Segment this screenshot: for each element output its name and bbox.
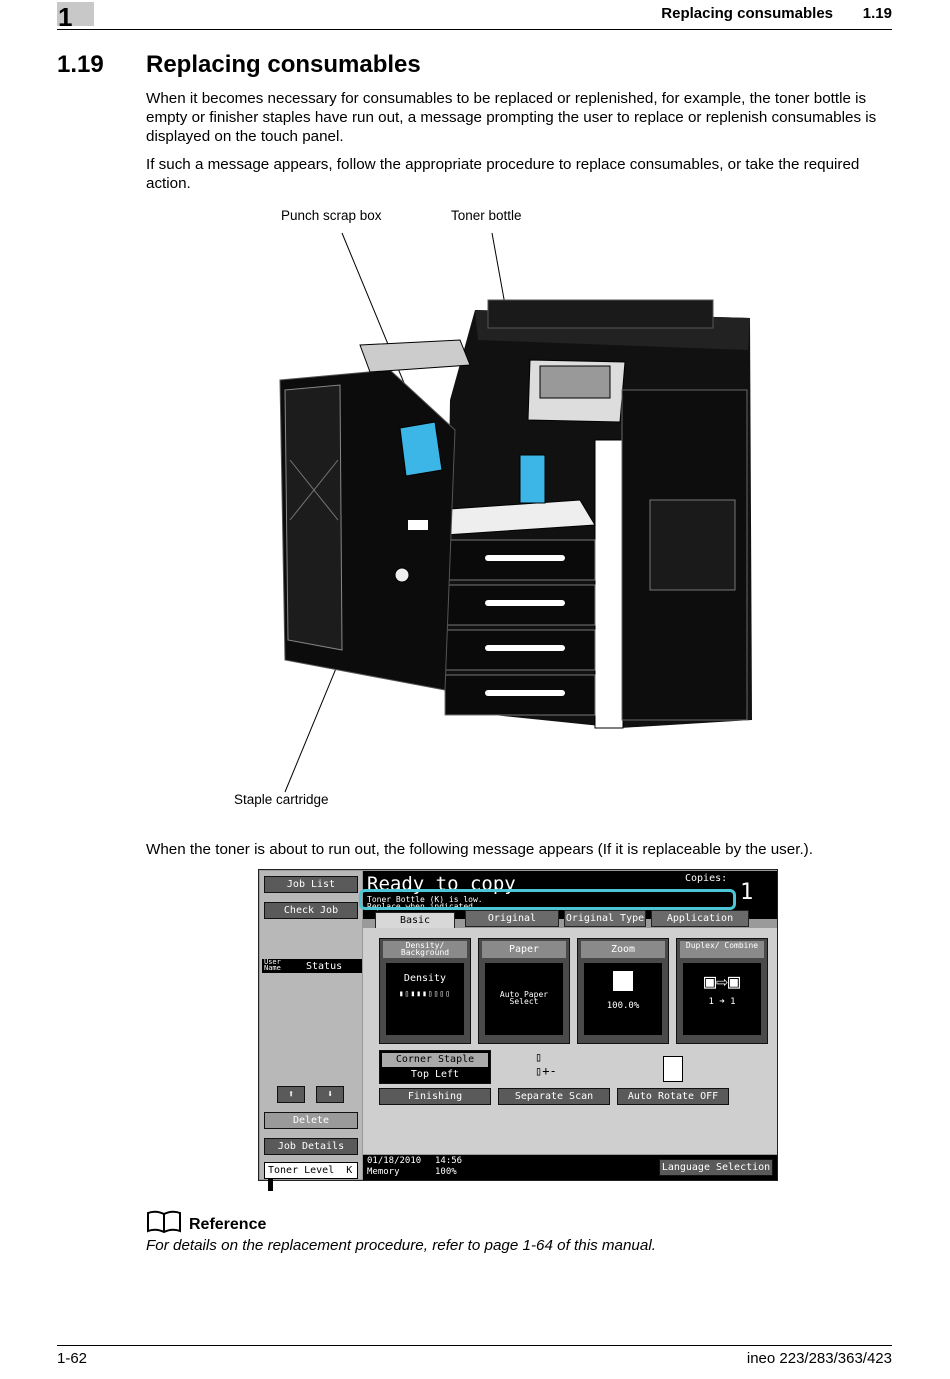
- zoom-value: 100.0%: [606, 1001, 640, 1011]
- header-rule: [57, 29, 892, 30]
- duplex-card-header: Duplex/ Combine: [680, 941, 764, 958]
- page-number: 1-62: [57, 1350, 88, 1367]
- time-display: 14:56: [435, 1156, 463, 1166]
- reference-title: Reference: [189, 1216, 267, 1233]
- book-icon: [147, 1210, 181, 1234]
- rotate-icon: [663, 1056, 683, 1082]
- user-name-column: User Name: [264, 958, 281, 972]
- footer-rule: [57, 1345, 892, 1346]
- copies-label: Copies:: [685, 873, 728, 884]
- bottom-bar: 01/18/2010 14:56 Memory 100% Language Se…: [363, 1155, 777, 1180]
- toner-level-bar: [268, 1179, 273, 1191]
- paper-value: Auto Paper Select: [499, 990, 549, 1006]
- delete-button[interactable]: Delete: [264, 1112, 358, 1129]
- toner-warning-line-1: Toner Bottle (K) is low.: [367, 895, 483, 904]
- date-display: 01/18/2010: [367, 1156, 422, 1166]
- staple-icon: ▯▯+-: [535, 1050, 557, 1078]
- section-title: Replacing consumables: [146, 51, 421, 78]
- tab-application[interactable]: Application: [651, 910, 749, 927]
- duplex-card-body: ▣⇨▣ 1 ➜ 1: [683, 963, 761, 1035]
- density-card[interactable]: Density/ Background Density ▮▯▮▮▮▯▯▯▯: [379, 938, 471, 1044]
- chapter-number: 1: [58, 2, 73, 32]
- density-scale: ▮▯▮▮▮▯▯▯▯: [398, 989, 452, 998]
- scroll-down-button[interactable]: ⬇: [316, 1086, 344, 1103]
- model-name: ineo 223/283/363/423: [746, 1350, 892, 1367]
- touch-panel-screen: Job List Check Job User Name Status ⬆ ⬇ …: [258, 869, 778, 1191]
- label-punch-scrap-box: Punch scrap box: [281, 208, 382, 223]
- zoom-card-body: 100.0%: [584, 963, 662, 1035]
- action-paragraph: If such a message appears, follow the ap…: [146, 156, 860, 192]
- label-staple-cartridge: Staple cartridge: [234, 792, 329, 807]
- auto-rotate-button[interactable]: Auto Rotate OFF: [617, 1088, 729, 1105]
- zoom-card[interactable]: Zoom 100.0%: [577, 938, 669, 1044]
- duplex-icon: ▣⇨▣: [703, 969, 741, 993]
- section-number: 1.19: [57, 51, 104, 78]
- density-value: Density: [403, 973, 447, 984]
- label-toner-bottle: Toner bottle: [451, 208, 522, 223]
- tab-original-type[interactable]: Original Type: [564, 910, 646, 927]
- paper-card-header: Paper: [482, 941, 566, 958]
- toner-color-label: K: [346, 1165, 353, 1176]
- paper-card-body: Auto Paper Select: [485, 963, 563, 1035]
- tab-original-setting[interactable]: Original Setting: [465, 910, 559, 940]
- toner-level-label: Toner Level: [268, 1165, 335, 1176]
- zoom-icon: [613, 971, 633, 991]
- toner-level-indicator: Toner Level K: [264, 1162, 358, 1191]
- separate-scan-button[interactable]: Separate Scan: [498, 1088, 610, 1105]
- copies-value: 1: [740, 880, 754, 905]
- memory-value: 100%: [435, 1167, 457, 1177]
- check-job-button[interactable]: Check Job: [264, 902, 358, 919]
- job-list-header: User Name Status: [262, 959, 362, 973]
- toner-intro-paragraph: When the toner is about to run out, the …: [146, 841, 813, 858]
- top-left-label: Top Left: [410, 1069, 460, 1080]
- toner-warning: Toner Bottle (K) is low. Replace when in…: [367, 895, 483, 911]
- density-card-body: Density ▮▯▮▮▮▯▯▯▯: [386, 963, 464, 1035]
- running-header-title: Replacing consumables: [661, 5, 833, 22]
- duplex-card[interactable]: Duplex/ Combine ▣⇨▣ 1 ➜ 1: [676, 938, 768, 1044]
- job-details-button[interactable]: Job Details: [264, 1138, 358, 1155]
- language-selection-button[interactable]: Language Selection: [659, 1159, 773, 1176]
- copier-illustration: [279, 232, 752, 793]
- density-card-header: Density/ Background: [383, 941, 467, 958]
- duplex-value: 1 ➜ 1: [708, 997, 736, 1007]
- finishing-status: Corner Staple Top Left: [379, 1050, 491, 1084]
- toner-warning-line-2: Replace when indicated.: [367, 902, 478, 911]
- finishing-button[interactable]: Finishing: [379, 1088, 491, 1105]
- reference-text: For details on the replacement procedure…: [146, 1237, 656, 1254]
- running-header-section: 1.19: [862, 5, 892, 22]
- message-highlight: [359, 889, 736, 910]
- scroll-up-button[interactable]: ⬆: [277, 1086, 305, 1103]
- memory-label: Memory: [367, 1167, 400, 1177]
- zoom-card-header: Zoom: [581, 941, 665, 958]
- chapter-tab: [57, 2, 94, 26]
- corner-staple-label: Corner Staple: [382, 1053, 488, 1067]
- paper-card[interactable]: Paper Auto Paper Select: [478, 938, 570, 1044]
- status-column: Status: [306, 961, 343, 972]
- intro-paragraph: When it becomes necessary for consumable…: [146, 90, 877, 145]
- job-list-button[interactable]: Job List: [264, 876, 358, 893]
